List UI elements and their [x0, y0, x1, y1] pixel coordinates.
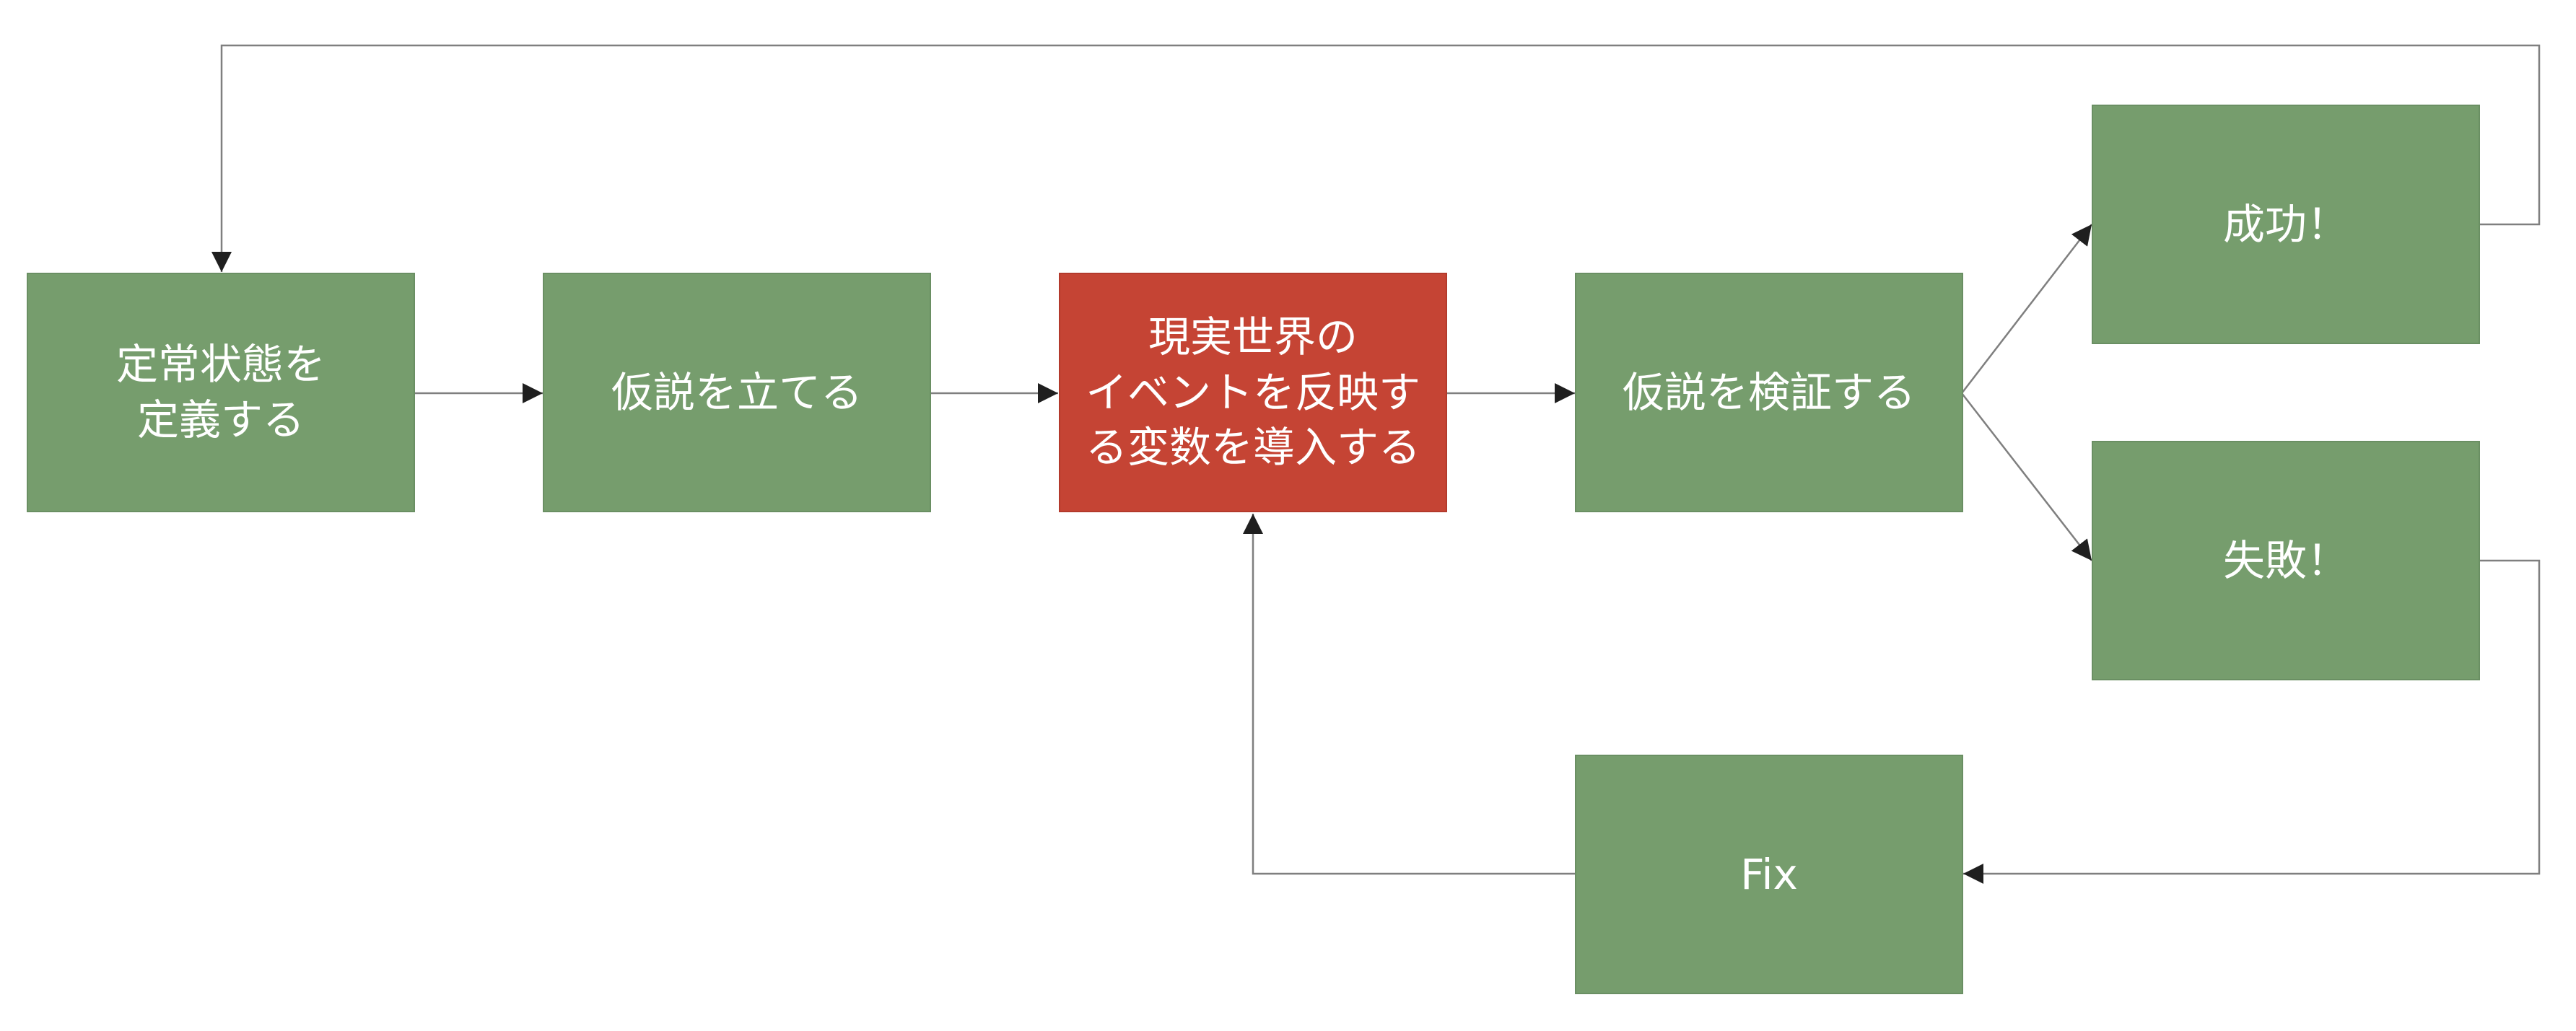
- connector-success-to-define: [211, 44, 2541, 272]
- node-fix: Fix: [1575, 755, 1963, 994]
- node-introduce-variables: 現実世界の イベントを反映す る変数を導入する: [1059, 273, 1447, 512]
- connector-failure-to-fix: [1963, 559, 2541, 884]
- connector-verify-to-success: [1961, 224, 2092, 394]
- node-failure-label: 失敗！: [2222, 535, 2349, 585]
- node-verify-hypothesis: 仮説を検証する: [1575, 273, 1963, 512]
- connector-verify-to-failure: [1961, 392, 2092, 561]
- node-success: 成功！: [2092, 105, 2480, 344]
- node-hypothesis-label: 仮説を立てる: [611, 367, 863, 417]
- node-define-steady-state: 定常状態を 定義する: [27, 273, 415, 512]
- node-failure: 失敗！: [2092, 441, 2480, 680]
- connector-fix-to-introduce: [1243, 514, 1575, 875]
- node-introduce-variables-label: 現実世界の イベントを反映す る変数を導入する: [1085, 312, 1420, 473]
- node-fix-label: Fix: [1740, 849, 1798, 899]
- node-define-steady-state-label: 定常状態を 定義する: [115, 340, 326, 444]
- node-success-label: 成功！: [2222, 199, 2349, 249]
- node-hypothesis: 仮説を立てる: [543, 273, 931, 512]
- node-verify-hypothesis-label: 仮説を検証する: [1622, 367, 1916, 417]
